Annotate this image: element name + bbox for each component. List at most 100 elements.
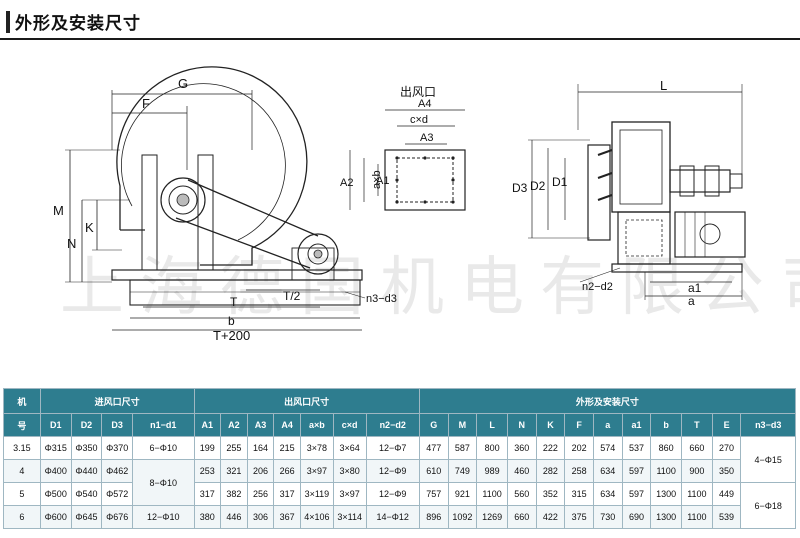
table-header-groups: 机 进风口尺寸 出风口尺寸 外形及安装尺寸	[3, 388, 797, 414]
cell: 3×114	[332, 505, 367, 529]
cell: Φ600	[39, 505, 72, 529]
cell: Φ645	[70, 505, 103, 529]
header-outlet-group: 出风口尺寸	[193, 388, 420, 414]
cell: 12−Φ9	[365, 459, 420, 483]
header-inlet-group: 进风口尺寸	[39, 388, 195, 414]
cell: 1100	[650, 459, 683, 483]
cell: 352	[535, 482, 566, 506]
cell: 306	[246, 505, 275, 529]
dim-N: N	[67, 236, 76, 251]
cell: 315	[564, 482, 594, 506]
cell: 477	[418, 436, 449, 460]
cell: 1269	[476, 505, 508, 529]
cell: 690	[621, 505, 652, 529]
cell: 1100	[476, 482, 508, 506]
cell: Φ350	[70, 436, 103, 460]
cell: 266	[273, 459, 301, 483]
cell: 1100	[681, 482, 713, 506]
cell: 321	[220, 459, 248, 483]
cell: 800	[476, 436, 508, 460]
table-row: 3.15 Φ315 Φ350 Φ370 6−Φ10 199 255 164 21…	[3, 436, 796, 483]
col-header: c×d	[332, 413, 367, 437]
cell: Φ400	[39, 459, 72, 483]
dim-F: F	[142, 96, 150, 111]
header-underline	[0, 38, 800, 40]
cell: 253	[193, 459, 222, 483]
cell: 1092	[447, 505, 478, 529]
fan-dimension-drawing: G F M N K	[53, 66, 746, 343]
col-header: A3	[246, 413, 275, 437]
cell: 1300	[650, 505, 683, 529]
cell: 634	[592, 459, 623, 483]
cell: 757	[418, 482, 449, 506]
col-header: n1−d1	[132, 413, 195, 437]
cell: 270	[711, 436, 742, 460]
cell: 3×97	[300, 459, 334, 483]
dim-n3-d3: n3−d3	[366, 293, 397, 305]
dim-M: M	[53, 203, 64, 218]
cell: 199	[193, 436, 222, 460]
outlet-view: 出风口 A4 c×d A3 A2 a×b A1	[340, 85, 466, 211]
table-header-columns: 号 D1 D2 D3 n1−d1 A1 A2 A3 A4 a×b c×d n2−…	[3, 413, 796, 437]
cell: 3.15	[3, 436, 41, 460]
col-header: T	[681, 413, 713, 437]
cell: 449	[711, 482, 742, 506]
cell: Φ462	[101, 459, 134, 483]
cell: 3×64	[332, 436, 367, 460]
cell: 5	[3, 482, 41, 506]
header-install-group: 外形及安装尺寸	[418, 388, 797, 414]
table-row: 6 Φ600 Φ645 Φ676 12−Φ10 380 446 306 367 …	[3, 505, 796, 529]
cell: 4−Φ15	[740, 436, 796, 483]
header-bar-mark	[6, 11, 10, 33]
header-number: 号	[3, 413, 41, 437]
col-header: a1	[621, 413, 652, 437]
cell: 367	[273, 505, 301, 529]
cell: 206	[246, 459, 275, 483]
spec-table: 机 进风口尺寸 出风口尺寸 外形及安装尺寸 号 D1 D2 D3 n1−d1 A…	[3, 388, 797, 529]
col-header: D1	[39, 413, 72, 437]
cell: 12−Φ9	[365, 482, 420, 506]
cell: 1100	[681, 505, 713, 529]
cell: 282	[535, 459, 566, 483]
col-header: N	[506, 413, 537, 437]
cell: 360	[506, 436, 537, 460]
dim-L: L	[660, 78, 667, 93]
cell: 14−Φ12	[365, 505, 420, 529]
col-header: L	[476, 413, 508, 437]
table-row: 4 Φ400 Φ440 Φ462 8−Φ10 253 321 206 266 3…	[3, 459, 796, 506]
cell: 921	[447, 482, 478, 506]
cell: 6−Φ10	[132, 436, 195, 460]
cell: 597	[621, 459, 652, 483]
cell: Φ676	[101, 505, 134, 529]
col-header: A4	[273, 413, 301, 437]
dim-T: T	[230, 295, 238, 309]
cell: Φ315	[39, 436, 72, 460]
cell: 597	[621, 482, 652, 506]
col-header: M	[447, 413, 478, 437]
dim-axb: a×b	[371, 170, 383, 189]
cell: 634	[592, 482, 623, 506]
dim-D1: D1	[552, 175, 568, 189]
cell: 317	[193, 482, 222, 506]
cell: Φ572	[101, 482, 134, 506]
cell: 537	[621, 436, 652, 460]
cell: 6−Φ18	[740, 482, 796, 529]
cell: 610	[418, 459, 449, 483]
col-header: n3−d3	[740, 413, 796, 437]
cell: 3×78	[300, 436, 334, 460]
watermark: 上海德国机电有限公司	[60, 251, 800, 325]
dim-D2: D2	[530, 179, 546, 193]
col-header: A1	[193, 413, 222, 437]
cell: 422	[535, 505, 566, 529]
cell: 164	[246, 436, 275, 460]
dim-a: a	[688, 294, 695, 308]
section-header: 外形及安装尺寸	[0, 0, 800, 40]
dim-A3: A3	[420, 132, 433, 144]
cell: 215	[273, 436, 301, 460]
cell: 375	[564, 505, 594, 529]
dim-G: G	[178, 76, 188, 91]
cell: 460	[506, 459, 537, 483]
col-header: G	[418, 413, 449, 437]
front-view: L D3 D2 D1 n2−d2	[512, 78, 746, 308]
section-title: 外形及安装尺寸	[15, 14, 141, 34]
